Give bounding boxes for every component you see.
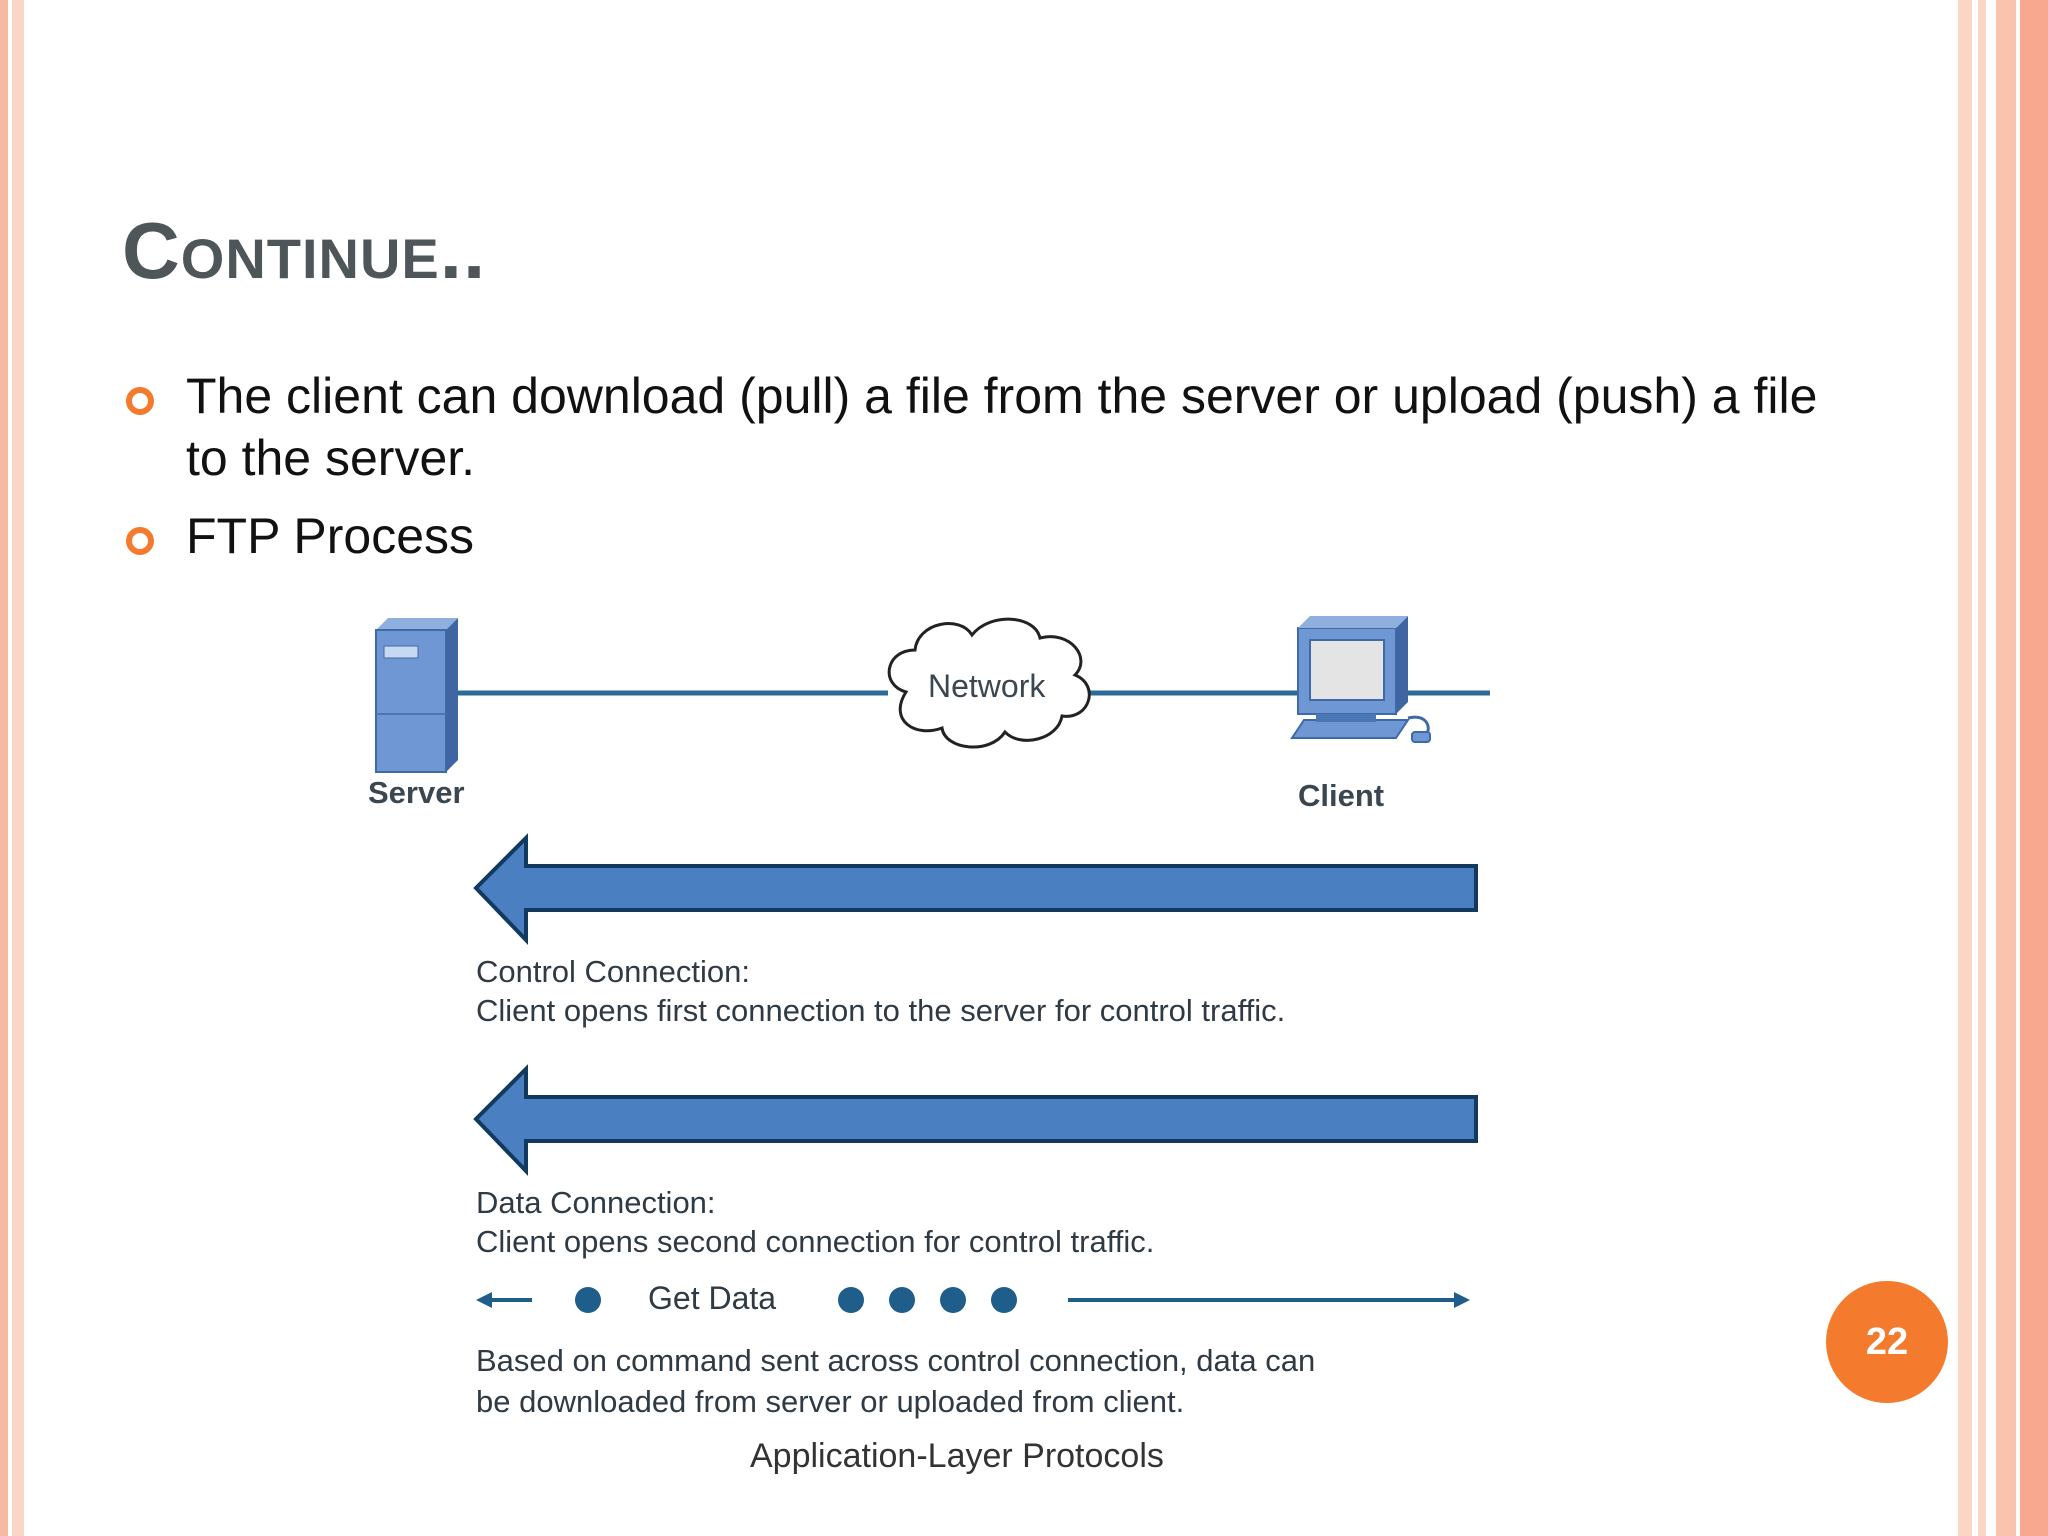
client-label: Client	[1298, 778, 1385, 813]
control-connection-title: Control Connection:	[476, 954, 750, 989]
bullet-item: The client can download (pull) a file fr…	[120, 365, 1820, 489]
left-border-stripe-inner	[12, 0, 24, 1536]
bullet-item: FTP Process	[120, 505, 1820, 567]
bullet-text: FTP Process	[186, 508, 475, 564]
server-icon	[375, 618, 458, 773]
transfer-note-line: be downloaded from server or uploaded fr…	[476, 1384, 1185, 1419]
right-border-stripe	[2020, 0, 2048, 1536]
data-connection-title: Data Connection:	[476, 1185, 716, 1220]
diagram-graphics	[375, 616, 1490, 1313]
bullet-list: The client can download (pull) a file fr…	[120, 365, 1820, 583]
control-connection-arrow-shape	[473, 833, 1478, 945]
right-border-stripe	[1978, 0, 1986, 1536]
control-connection-text: Control Connection: Client opens first c…	[476, 952, 1285, 1030]
get-data-flow	[476, 1287, 1470, 1313]
right-border-stripe	[1996, 0, 2016, 1536]
ring-bullet-icon	[126, 387, 154, 415]
control-connection-desc: Client opens first connection to the ser…	[476, 993, 1286, 1028]
ring-bullet-icon	[126, 527, 154, 555]
client-computer-icon	[1290, 616, 1431, 743]
data-connection-text: Data Connection: Client opens second con…	[476, 1183, 1154, 1261]
data-connection-arrow	[473, 1064, 1478, 1176]
bullet-text: The client can download (pull) a file fr…	[186, 368, 1818, 486]
get-data-label: Get Data	[648, 1280, 777, 1316]
transfer-note-line: Based on command sent across control con…	[476, 1343, 1316, 1378]
data-connection-desc: Client opens second connection for contr…	[476, 1224, 1155, 1259]
figure-caption: Application-Layer Protocols	[750, 1437, 1164, 1475]
ftp-process-diagram: Server Network Client Control Connection…	[340, 610, 1500, 1450]
slide-number-badge: 22	[1826, 1281, 1948, 1403]
left-border-stripe	[0, 0, 8, 1536]
network-label: Network	[928, 668, 1046, 704]
cloud-icon	[887, 617, 1091, 749]
right-border-stripe	[1958, 0, 1972, 1536]
server-label: Server	[368, 775, 465, 810]
slide-title: Continue..	[122, 206, 487, 295]
transfer-note: Based on command sent across control con…	[476, 1340, 1315, 1422]
